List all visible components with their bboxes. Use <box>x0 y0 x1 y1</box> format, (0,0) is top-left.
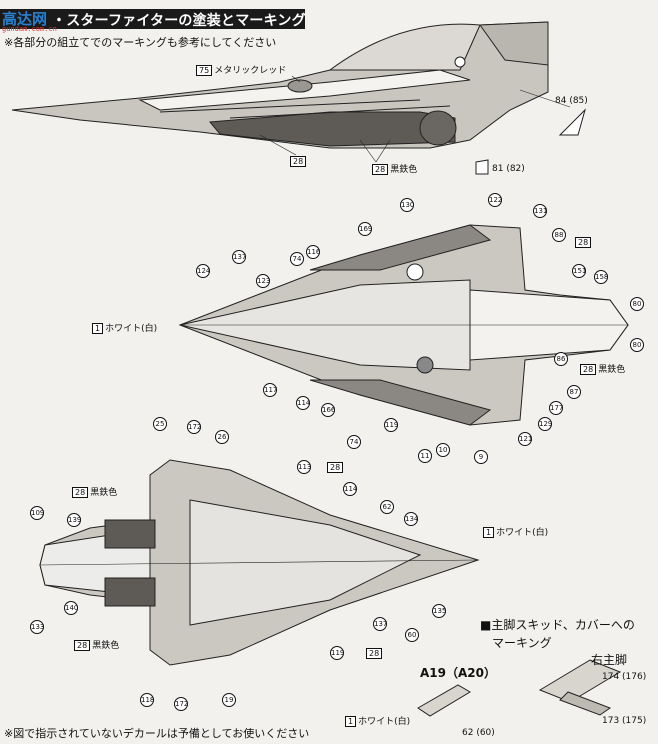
top-callout-86: 86 <box>554 352 568 366</box>
top-callout-121: 121 <box>518 432 532 446</box>
top-callout-151: 151 <box>572 264 586 278</box>
top-view-fighter <box>178 224 629 426</box>
top-callout-80a: 80 <box>630 297 644 311</box>
right-main-gear <box>538 659 622 716</box>
side-decal-81 <box>475 159 489 175</box>
bottom-box-28a: 28 <box>327 462 345 473</box>
bottom-box-28b: 28 <box>366 648 384 659</box>
bottom-callout-134: 134 <box>404 512 418 526</box>
bottom-callout-62: 62 <box>380 500 394 514</box>
top-callout-116: 116 <box>306 245 320 259</box>
right-gear-label: 右主脚 <box>591 653 628 667</box>
skid-heading-1: ■主脚スキッド、カバーへの <box>480 618 635 632</box>
bottom-callout-60: 60 <box>405 628 419 642</box>
top-callout-124: 124 <box>196 264 210 278</box>
bottom-callout-25: 25 <box>153 417 167 431</box>
skid-part-a19 <box>417 684 471 717</box>
bottom-callout-19: 19 <box>222 693 236 707</box>
bottom-callout-119: 119 <box>330 646 344 660</box>
bottom-callout-140: 140 <box>64 601 78 615</box>
top-callout-123: 123 <box>256 274 270 288</box>
top-callout-9: 9 <box>474 450 488 464</box>
top-callout-158: 158 <box>594 270 608 284</box>
top-note: ※各部分の組立てでのマーキングも参考にしてください <box>4 36 277 49</box>
side-leader-lines <box>259 75 571 163</box>
top-callout-137: 137 <box>232 250 246 264</box>
page-title: ・スターファイターの塗装とマーキング <box>52 13 306 29</box>
top-callout-131: 131 <box>533 204 547 218</box>
top-callout-88: 88 <box>552 228 566 242</box>
top-callout-74b: 74 <box>347 435 361 449</box>
bottom-callout-26: 26 <box>215 430 229 444</box>
top-callout-177: 177 <box>549 401 563 415</box>
top-callout-74: 74 <box>290 252 304 266</box>
bottom-callout-113: 113 <box>297 460 311 474</box>
bottom-view-fighter <box>39 459 480 666</box>
bottom-callout-118: 118 <box>140 693 154 707</box>
side-box-28: 28 <box>290 156 308 167</box>
top-callout-114: 114 <box>296 396 310 410</box>
box-75: 75 <box>196 65 213 76</box>
bottom-callout-172b: 172 <box>174 697 188 711</box>
bottom-callout-135: 135 <box>432 604 446 618</box>
top-callout-10: 10 <box>436 443 450 457</box>
top-callout-119: 119 <box>384 418 398 432</box>
side-decal-84-label: 84 (85) <box>555 96 588 106</box>
bottom-callout-133: 133 <box>30 620 44 634</box>
top-callout-87: 87 <box>567 385 581 399</box>
side-decal-81-label: 81 (82) <box>492 164 525 174</box>
side-decal-84 <box>558 108 586 136</box>
bottom-callout-109: 109 <box>30 506 44 520</box>
skid-decal-174: 174 (176) <box>602 672 647 682</box>
bottom-callout-137: 137 <box>373 617 387 631</box>
bottom-callout-172a: 172 <box>187 420 201 434</box>
skid-heading-2: マーキング <box>492 636 552 650</box>
skid-decal-173: 173 (175) <box>602 716 647 726</box>
top-callout-130: 130 <box>400 198 414 212</box>
top-callout-166: 166 <box>321 403 335 417</box>
bottom-callout-139: 139 <box>67 513 81 527</box>
top-callout-80b: 80 <box>630 338 644 352</box>
skid-decal-62: 62 (60) <box>462 728 495 738</box>
bottom-note: ※図で指示されていないデカールは予備としてお使いください <box>4 727 310 740</box>
header-bar <box>0 9 305 29</box>
site-logo: 高达网 <box>2 10 48 28</box>
top-box-28: 28 <box>575 237 593 248</box>
top-callout-129: 129 <box>538 417 552 431</box>
skid-part-label: A19（A20） <box>420 666 496 680</box>
top-callout-122: 122 <box>488 193 502 207</box>
side-view-fighter <box>11 21 549 149</box>
site-logo-url: gundam.com.cn <box>2 25 57 33</box>
header: 高达网 gundam.com.cn ・スターファイターの塗装とマーキング <box>0 0 658 33</box>
bottom-callout-114: 114 <box>343 482 357 496</box>
top-callout-117: 117 <box>263 383 277 397</box>
top-callout-169: 169 <box>358 222 372 236</box>
top-callout-11: 11 <box>418 449 432 463</box>
